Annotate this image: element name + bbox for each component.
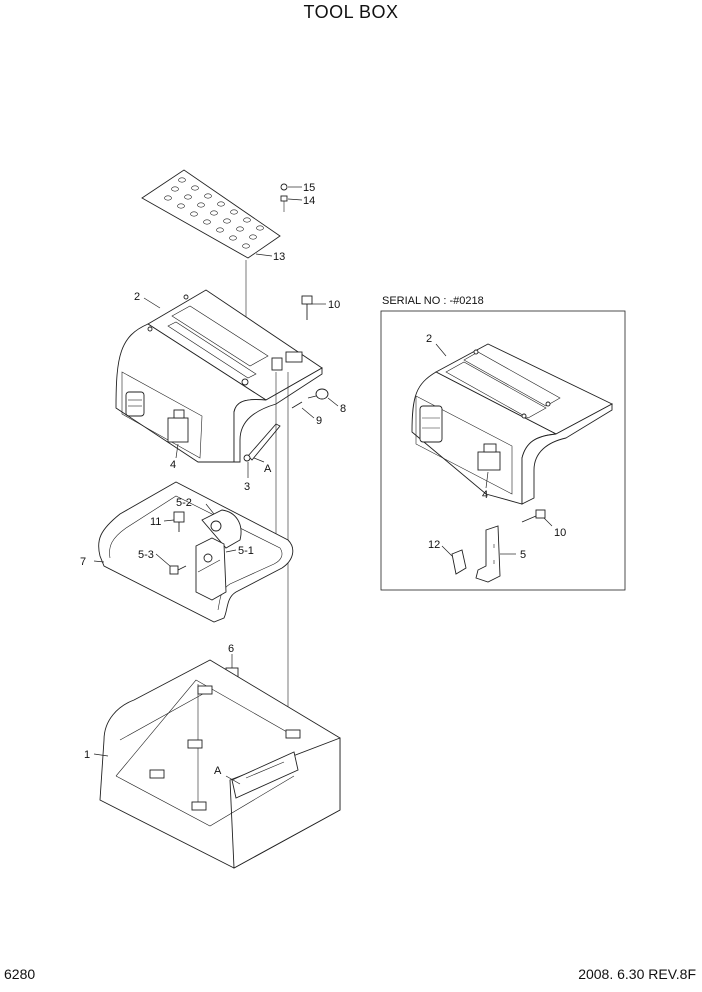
perforation-hole [216,227,224,233]
perforation-hole [204,193,212,199]
bolt-5-3 [169,565,187,575]
callout-A-top: A [264,463,272,475]
callout-8: 8 [340,403,346,415]
callout-5-2: 5-2 [176,497,192,509]
perforation-hole [171,186,179,192]
perforation-hole [190,211,198,217]
perforation-hole [217,201,225,207]
callout-15: 15 [303,182,315,194]
callout-2: 2 [134,291,140,303]
stay-3 [243,423,281,462]
perforation-hole [243,217,251,223]
callout-2-inset: 2 [426,333,432,345]
fastener-14-15 [280,183,288,212]
perforation-hole [191,185,199,191]
callout-4-inset: 4 [482,489,488,501]
callout-4: 4 [170,459,176,471]
callout-5-inset: 5 [520,549,526,561]
callout-7: 7 [80,556,86,568]
perforation-hole [210,210,218,216]
bolt-11 [173,511,185,532]
perforation-hole [178,177,186,183]
leader-lines [93,186,553,785]
callout-9: 9 [316,415,322,427]
base-box-1 [99,659,341,869]
bracket-5-1 [195,537,227,601]
callout-10: 10 [328,299,340,311]
perforation-hole [256,225,264,231]
perforation-hole [184,194,192,200]
callout-A-bottom: A [214,765,222,777]
bracket-5-2 [201,509,242,549]
callout-3: 3 [244,481,250,493]
callout-11: 11 [150,516,161,528]
perforation-hole [203,219,211,225]
serial-number-note: SERIAL NO : -#0218 [382,295,484,307]
perforation-hole [223,218,231,224]
revision-date: 2008. 6.30 REV.8F [578,966,696,982]
page-number: 6280 [4,966,36,982]
callout-12-inset: 12 [428,539,440,551]
callout-13: 13 [273,251,285,263]
perforation-hole [242,243,250,249]
callout-labels: 15 14 13 10 2 8 9 4 A 3 5-2 11 7 5-3 5-1… [80,182,566,777]
callout-5-1: 5-1 [238,545,254,557]
perforation-hole [229,235,237,241]
serial-inset [380,310,626,591]
perforation-hole [249,234,257,240]
cover-main [115,289,323,463]
callout-1: 1 [84,749,90,761]
callout-14: 14 [303,195,315,207]
bolt-10 [301,295,313,320]
perforated-plate [141,169,281,259]
page-title: TOOL BOX [303,2,399,22]
perforation-hole [177,203,185,209]
callout-10-inset: 10 [554,527,566,539]
callout-5-3: 5-3 [138,549,154,561]
perforation-hole [236,226,244,232]
perforation-hole [164,195,172,201]
perforation-hole [197,202,205,208]
callout-6: 6 [228,643,234,655]
perforation-hole [230,209,238,215]
pin-8 [307,388,329,400]
